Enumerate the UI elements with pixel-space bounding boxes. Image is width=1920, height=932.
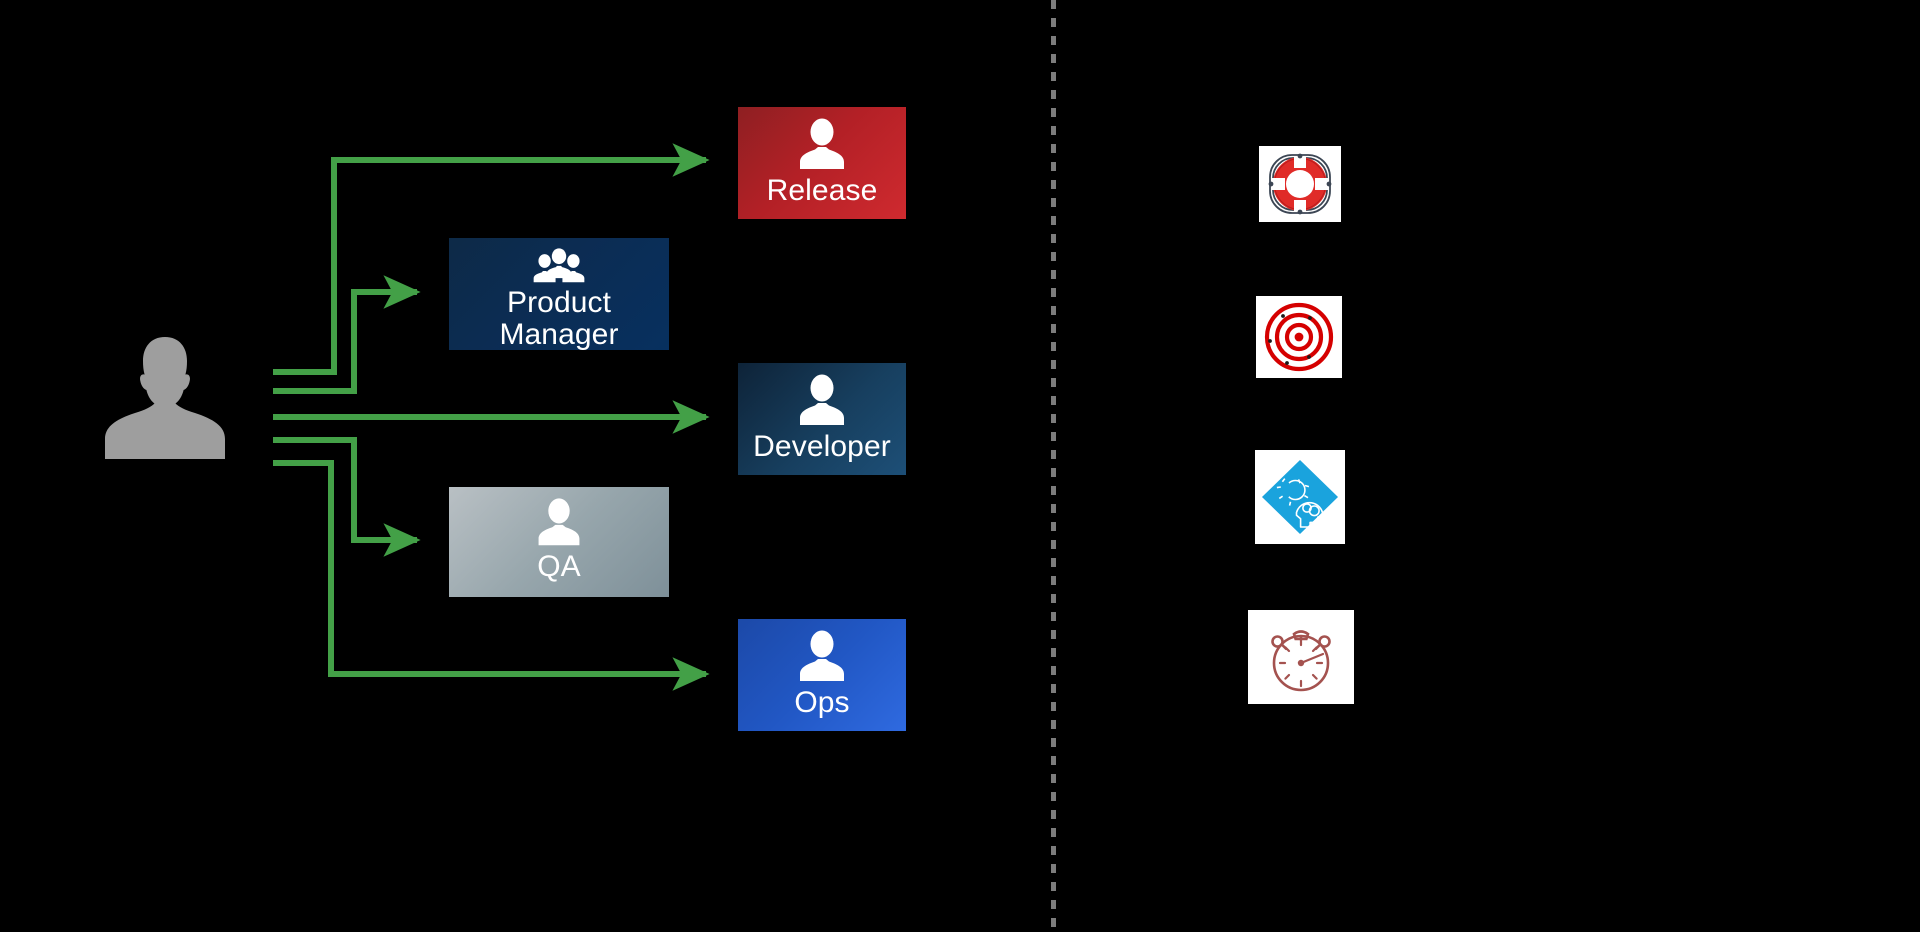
role-card-developer[interactable]: Developer bbox=[738, 363, 906, 475]
connector-to-release bbox=[273, 143, 710, 375]
stopwatch-icon bbox=[1271, 630, 1331, 692]
stakeholder-silhouette bbox=[103, 333, 227, 461]
role-card-label: Release bbox=[766, 174, 878, 207]
side-icon-target[interactable] bbox=[1256, 296, 1342, 378]
group-of-people-icon bbox=[533, 248, 585, 283]
single-person-icon bbox=[538, 498, 580, 546]
role-card-qa[interactable]: QA bbox=[449, 487, 669, 597]
brain-gear-diamond-icon bbox=[1262, 460, 1338, 534]
single-person-icon bbox=[800, 374, 844, 425]
connector-to-product-manager bbox=[273, 275, 421, 394]
role-card-product-manager[interactable]: Product Manager bbox=[449, 238, 669, 350]
lifebuoy-icon bbox=[1268, 153, 1332, 215]
side-icon-stopwatch[interactable] bbox=[1248, 610, 1354, 704]
connector-to-ops bbox=[273, 460, 710, 691]
connector-to-qa bbox=[273, 437, 421, 557]
role-card-label: Product Manager bbox=[499, 286, 619, 350]
bullseye-target-icon bbox=[1264, 302, 1334, 372]
vertical-dashed-divider bbox=[1051, 0, 1056, 932]
role-card-label: Developer bbox=[753, 430, 891, 463]
side-icon-lifebuoy[interactable] bbox=[1259, 146, 1341, 222]
role-card-release[interactable]: Release bbox=[738, 107, 906, 219]
role-card-label: Ops bbox=[794, 686, 850, 719]
role-card-ops[interactable]: Ops bbox=[738, 619, 906, 731]
single-person-icon bbox=[800, 630, 844, 681]
side-icon-insight[interactable] bbox=[1255, 450, 1345, 544]
person-silhouette-icon bbox=[105, 337, 225, 459]
role-card-label: QA bbox=[537, 550, 581, 583]
single-person-icon bbox=[800, 118, 844, 169]
